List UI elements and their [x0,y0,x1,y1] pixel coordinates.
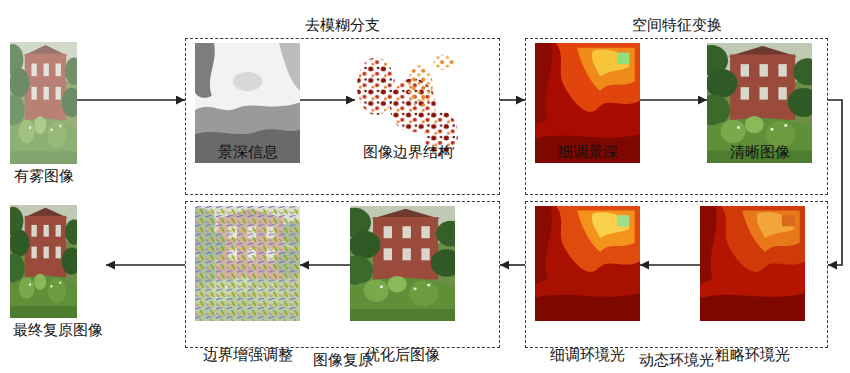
image-caption: 清晰图像 [707,143,812,161]
group-title: 空间特征变换 [526,16,827,34]
image-caption: 最终复原图像 [10,321,106,339]
group-title: 去模糊分支 [186,16,499,34]
depth-map [195,43,300,163]
image-caption: 细调环境光 [535,346,640,364]
refined-depth-map [535,43,640,163]
image-panel: 粗略环境光 [700,206,805,342]
flow-arrow [828,100,842,265]
image-caption: 图像边界结构 [355,143,460,161]
image-caption: 粗略环境光 [700,346,805,364]
image-panel: 细调景深 [535,43,640,184]
final-photo [2,205,84,318]
image-panel: 图像边界结构 [355,43,460,184]
flow-arrow [640,264,700,266]
flow-arrow [640,99,707,101]
edge-map [355,43,460,163]
image-panel: 边界增强调整 [195,206,300,342]
image-caption: 细调景深 [535,143,640,161]
coarse-light-map [700,206,805,321]
image-panel: 细调环境光 [535,206,640,342]
optimized-photo [337,206,465,321]
image-panel: 清晰图像 [707,43,812,184]
image-caption: 优化后图像 [350,346,455,364]
image-panel: 有雾图像 [10,42,77,185]
clear-photo [694,43,822,163]
image-caption: 边界增强调整 [195,346,300,364]
dashed-group-box: 图像复原边界增强调整优化后图像 [185,201,500,348]
image-caption: 有雾图像 [10,167,77,185]
image-panel: 最终复原图像 [10,205,106,339]
hazy-photo [2,42,84,164]
dashed-group-box: 空间特征变换细调景深清晰图像 [525,38,828,195]
flow-arrow [300,264,350,266]
dashed-group-box: 动态环境光细调环境光粗略环境光 [525,201,828,348]
edge-enhanced-map [182,206,310,321]
image-panel: 优化后图像 [350,206,455,342]
dashed-group-box: 去模糊分支景深信息图像边界结构 [185,38,500,195]
flow-arrow [500,99,525,101]
image-caption: 景深信息 [195,143,300,161]
flow-arrow [77,99,185,101]
flow-arrow [106,264,185,266]
haze-veil [10,42,77,164]
image-panel: 景深信息 [195,43,300,184]
flow-arrow [300,99,355,101]
flow-arrow [500,264,525,266]
fine-light-map [535,206,640,321]
